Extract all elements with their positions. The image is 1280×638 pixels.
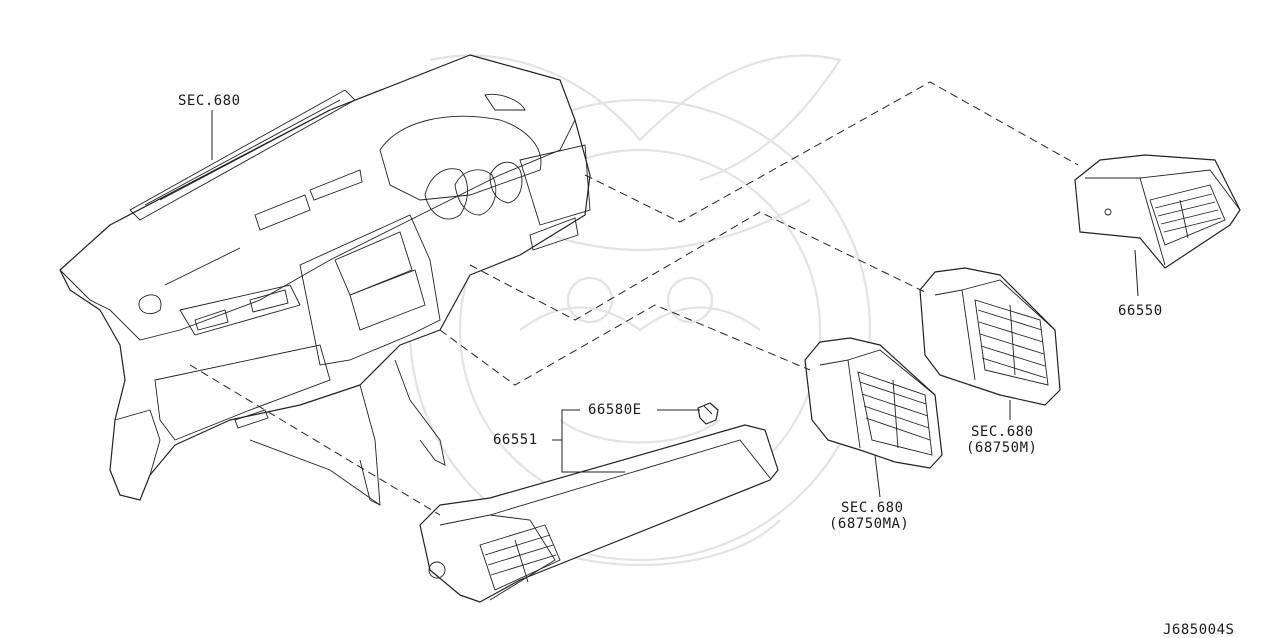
- diagram-code: J685004S: [1163, 622, 1234, 638]
- dash-line-66550: [584, 81, 1079, 223]
- leader-lines: [211, 110, 1139, 498]
- vent-68750m-drawing: [919, 267, 1061, 406]
- label-part-66580e: 66580E: [588, 402, 642, 418]
- instrument-panel-drawing: [59, 54, 591, 506]
- dash-line-68750ma: [439, 304, 811, 386]
- label-sec680-m: SEC.680: [971, 424, 1034, 440]
- assembly-lines: [189, 81, 1079, 516]
- label-part-66550: 66550: [1118, 303, 1163, 319]
- dash-line-66551: [189, 364, 441, 516]
- clip-66580e-drawing: [697, 402, 719, 425]
- label-sec680-ma-code: (68750MA): [829, 516, 909, 532]
- label-sec680-m-code: (68750M): [966, 440, 1037, 456]
- label-sec680-ma: SEC.680: [841, 500, 904, 516]
- label-sec680-panel: SEC.680: [178, 93, 241, 109]
- dash-line-68750m: [469, 211, 926, 321]
- vent-66550-drawing: [1074, 154, 1241, 269]
- label-part-66551: 66551: [493, 432, 538, 448]
- cover-66551-drawing: [419, 424, 779, 603]
- vent-68750ma-drawing: [804, 337, 943, 469]
